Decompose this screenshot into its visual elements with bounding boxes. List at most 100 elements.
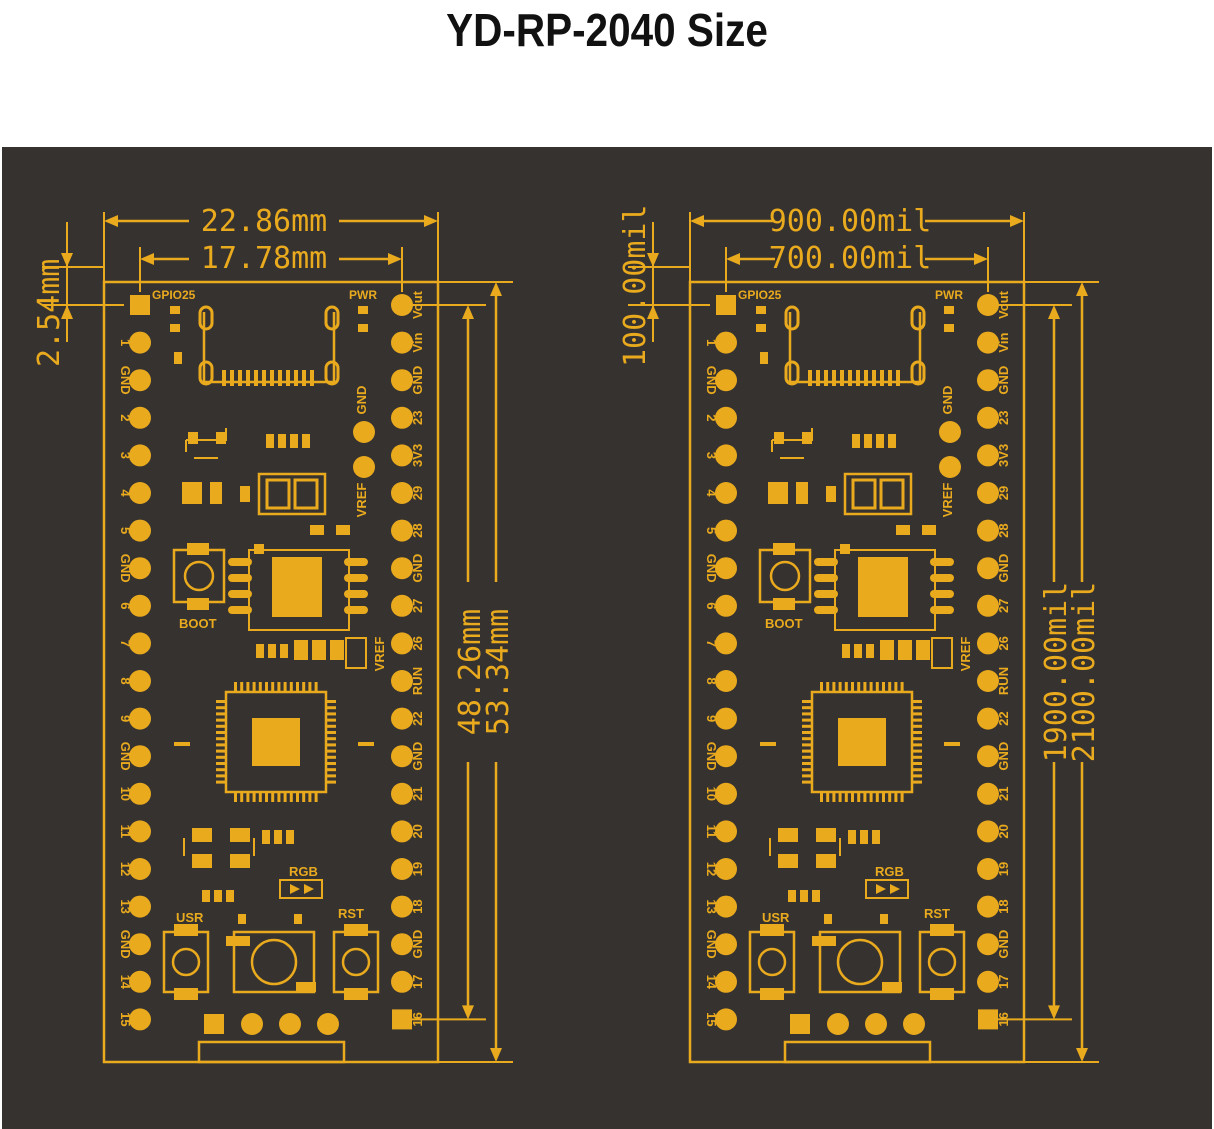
usb-pin-pad [246, 370, 250, 386]
right-pin [977, 294, 999, 316]
mcu-pin [308, 792, 312, 802]
cap-pad [290, 434, 298, 448]
mcu-pin [314, 682, 318, 692]
mcu-side-pad [760, 742, 776, 746]
mcu-pin [857, 792, 861, 802]
right-pin [391, 707, 413, 730]
right-pin-label: GND [996, 930, 1011, 959]
right-pin-label: 16 [996, 1012, 1011, 1026]
left-pin-label: 1 [118, 339, 133, 346]
pin-length-dimension-arrow-start [1048, 305, 1060, 319]
right-pin-label: 18 [410, 899, 425, 913]
buzzer-circle [250, 938, 298, 986]
board-length-label: 53.34mm [481, 609, 516, 735]
mcu-pin [912, 724, 922, 728]
vref-led-label: VREF [958, 637, 973, 672]
mcu-pin [802, 755, 812, 759]
mcu-die-pad [838, 718, 886, 766]
led-pad [170, 306, 180, 314]
right-pin-label: 28 [996, 523, 1011, 537]
right-pin [391, 331, 413, 354]
regulator-pad [802, 432, 812, 444]
mcu-pin [912, 762, 922, 765]
right-pin-square [978, 1009, 998, 1030]
right-pin [977, 557, 999, 580]
cap-pad [230, 828, 250, 842]
resistor-pad [788, 890, 796, 902]
gpio25-label: GPIO25 [738, 288, 782, 302]
diode-pad [796, 482, 808, 504]
length-labels-bg [452, 582, 510, 762]
vref-led-label: VREF [372, 637, 387, 672]
gnd-pad-label: GND [940, 386, 955, 415]
usb-pin-pad [856, 370, 860, 386]
rst-button-circle [927, 947, 957, 977]
right-pin-label: 26 [996, 636, 1011, 650]
mcu-pin [277, 682, 281, 692]
small-pad [880, 914, 888, 924]
gnd-test-pad [939, 421, 961, 443]
mcu-pin [857, 682, 861, 692]
passive-pad [842, 644, 850, 658]
flash-pin [814, 590, 838, 598]
usb-pin-pad [222, 370, 226, 386]
flash-pin [228, 574, 252, 582]
mcu-pin [265, 682, 268, 692]
pin-span-dimension-arrow-end [974, 253, 988, 265]
left-pin [129, 482, 151, 504]
swd-pin-square [204, 1014, 224, 1034]
right-pin [977, 444, 999, 467]
rst-label: RST [924, 906, 950, 921]
mcu-pin [826, 792, 830, 802]
mcu-pin [802, 780, 812, 784]
mcu-pin [832, 682, 836, 692]
left-pin-label: 2 [118, 414, 133, 421]
vref-pad-label: VREF [940, 483, 955, 518]
length-labels-bg [1038, 582, 1096, 762]
mcu-pin [302, 792, 306, 802]
mcu-pin [912, 755, 922, 759]
flash-chip-body [858, 557, 908, 617]
right-pin [391, 557, 413, 580]
board-length-dimension-arrow-end [1076, 1048, 1088, 1062]
left-pin [715, 782, 737, 805]
mcu-pin [820, 792, 823, 802]
rgb-led-pads [290, 884, 314, 894]
right-pin [391, 782, 413, 805]
left-pin-label: 8 [118, 677, 133, 684]
mcu-pin [838, 792, 842, 802]
resistor-pad [274, 830, 282, 844]
left-pin-label: 9 [704, 715, 719, 722]
flash-pin [228, 590, 252, 598]
mcu-pin [265, 792, 268, 802]
mcu-pin [888, 682, 892, 692]
buzzer-pad [812, 936, 836, 946]
right-pin [391, 482, 413, 504]
mcu-pin [308, 682, 312, 692]
regulator-pad [774, 432, 784, 444]
mcu-pin [246, 682, 250, 692]
usb-shield-pad [910, 305, 926, 331]
cap-pad [778, 854, 798, 868]
cap-pad [778, 828, 798, 842]
width-label: 22.86mm [201, 204, 327, 239]
usr-button-pad [174, 924, 198, 936]
right-pin [391, 444, 413, 467]
mcu-pin [326, 743, 336, 747]
pin-span-label: 700.00mil [769, 241, 932, 276]
right-pin [391, 670, 413, 692]
left-pin [715, 519, 737, 542]
left-pin [715, 594, 737, 617]
usb-pin-pad [270, 370, 274, 386]
right-pin-label: 16 [410, 1012, 425, 1026]
mcu-outline [810, 690, 914, 794]
usr-button-pad [174, 988, 198, 1000]
led-pad [944, 306, 954, 314]
passive-pad [280, 644, 288, 658]
led-pad [170, 324, 180, 332]
right-pin-label: 21 [996, 787, 1011, 801]
width-dimension-arrow-end [424, 215, 438, 227]
mcu-pin [216, 755, 226, 759]
resistor-pad [800, 890, 808, 902]
right-pin [977, 895, 999, 918]
